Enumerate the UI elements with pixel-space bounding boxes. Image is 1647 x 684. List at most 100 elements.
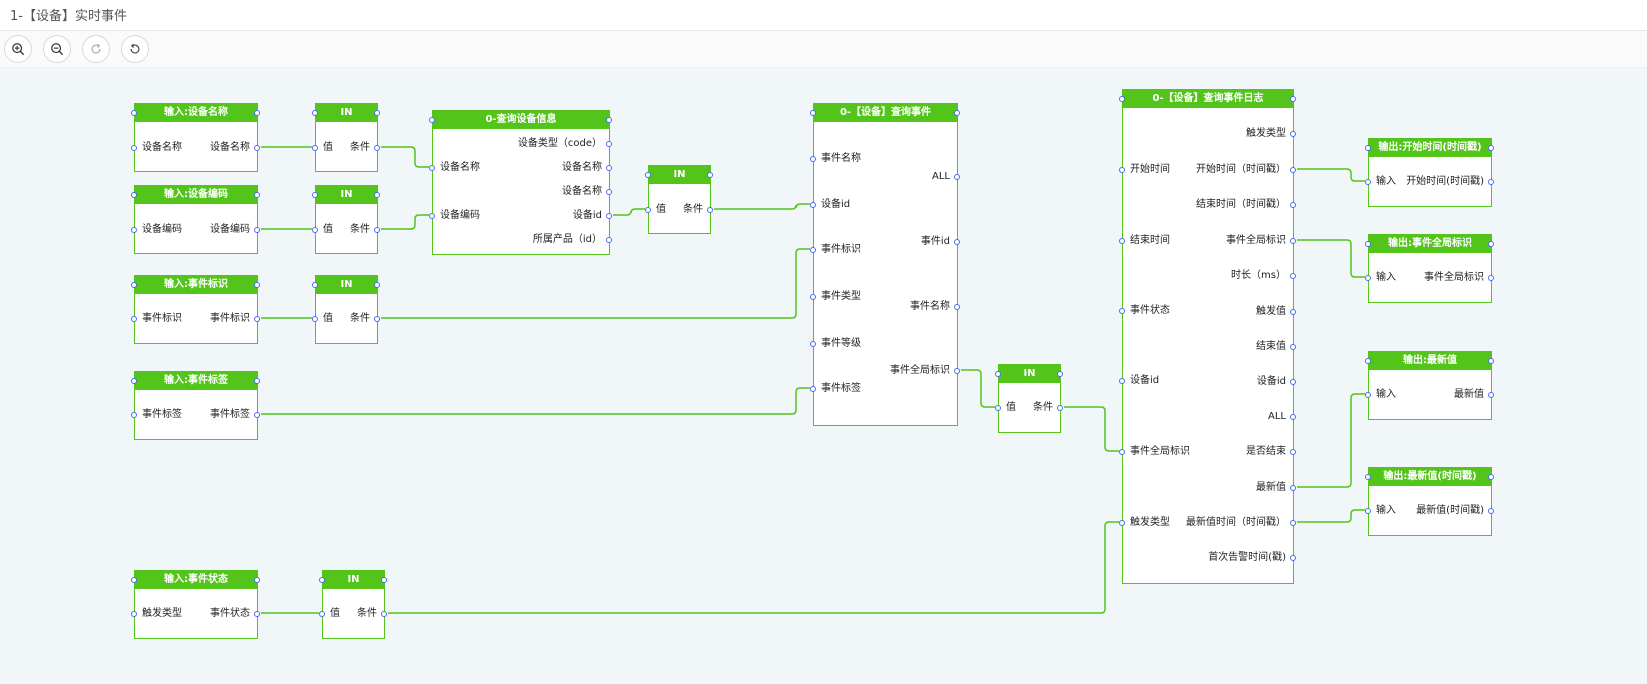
input-port[interactable]	[131, 145, 137, 151]
output-port[interactable]	[1290, 485, 1296, 491]
output-port[interactable]	[254, 316, 260, 322]
output-port[interactable]	[1488, 392, 1494, 398]
edge-query-dev-to-in3[interactable]	[613, 208, 645, 216]
output-port[interactable]	[1290, 379, 1296, 385]
header-left-port[interactable]	[319, 577, 325, 583]
output-port[interactable]	[1290, 273, 1296, 279]
header-left-port[interactable]	[810, 110, 816, 116]
output-port[interactable]	[606, 165, 612, 171]
output-port[interactable]	[1290, 520, 1296, 526]
header-left-port[interactable]	[131, 110, 137, 116]
edge-in3-to-query-evt[interactable]	[714, 203, 810, 210]
input-port[interactable]	[1119, 378, 1125, 384]
node-in-dev-code[interactable]: 输入:设备编码设备编码设备编码	[131, 185, 260, 254]
header-left-port[interactable]	[429, 117, 435, 123]
output-port[interactable]	[1290, 555, 1296, 561]
output-port[interactable]	[1057, 405, 1063, 411]
output-port[interactable]	[1290, 344, 1296, 350]
node-title[interactable]: 输入:设备编码	[135, 186, 257, 204]
output-port[interactable]	[954, 239, 960, 245]
output-port[interactable]	[954, 368, 960, 374]
node-in-evt-tag[interactable]: 输入:事件标签事件标签事件标签	[131, 371, 260, 440]
header-right-port[interactable]	[254, 110, 260, 116]
header-left-port[interactable]	[131, 378, 137, 384]
input-port[interactable]	[312, 316, 318, 322]
header-right-port[interactable]	[1057, 371, 1063, 377]
redo-button[interactable]	[82, 35, 110, 63]
node-title[interactable]: 0-查询设备信息	[433, 111, 609, 129]
input-port[interactable]	[131, 227, 137, 233]
output-port[interactable]	[254, 611, 260, 617]
output-port[interactable]	[1290, 167, 1296, 173]
output-port[interactable]	[1488, 275, 1494, 281]
edge-in4-to-query-evt[interactable]	[381, 248, 810, 319]
output-port[interactable]	[254, 227, 260, 233]
node-title[interactable]: 输出:最新值	[1369, 352, 1491, 370]
node-out-latest-ts[interactable]: 输出:最新值(时间戳)输入最新值(时间戳)	[1365, 467, 1494, 536]
header-left-port[interactable]	[1119, 96, 1125, 102]
input-port[interactable]	[810, 156, 816, 162]
node-title[interactable]: 输入:事件状态	[135, 571, 257, 589]
node-out-gid[interactable]: 输出:事件全局标识输入事件全局标识	[1365, 234, 1494, 303]
header-right-port[interactable]	[374, 110, 380, 116]
input-port[interactable]	[1119, 449, 1125, 455]
header-right-port[interactable]	[606, 117, 612, 123]
input-port[interactable]	[429, 165, 435, 171]
header-left-port[interactable]	[312, 192, 318, 198]
node-title[interactable]: IN	[649, 166, 710, 184]
header-left-port[interactable]	[312, 110, 318, 116]
output-port[interactable]	[1290, 238, 1296, 244]
input-port[interactable]	[131, 611, 137, 617]
output-port[interactable]	[606, 213, 612, 219]
input-port[interactable]	[1119, 238, 1125, 244]
output-port[interactable]	[254, 145, 260, 151]
input-port[interactable]	[312, 227, 318, 233]
input-port[interactable]	[1365, 508, 1371, 514]
header-right-port[interactable]	[254, 192, 260, 198]
output-port[interactable]	[606, 237, 612, 243]
input-port[interactable]	[1365, 275, 1371, 281]
header-right-port[interactable]	[1488, 358, 1494, 364]
node-title[interactable]: 输入:设备名称	[135, 104, 257, 122]
header-right-port[interactable]	[254, 282, 260, 288]
input-port[interactable]	[312, 145, 318, 151]
header-right-port[interactable]	[1290, 96, 1296, 102]
header-right-port[interactable]	[1488, 145, 1494, 151]
zoom-out-button[interactable]	[43, 35, 71, 63]
header-left-port[interactable]	[312, 282, 318, 288]
output-port[interactable]	[374, 145, 380, 151]
header-right-port[interactable]	[1488, 474, 1494, 480]
header-left-port[interactable]	[645, 172, 651, 178]
output-port[interactable]	[1290, 202, 1296, 208]
edge-in6-to-query-log[interactable]	[388, 521, 1119, 614]
node-title[interactable]: 输出:最新值(时间戳)	[1369, 468, 1491, 486]
output-port[interactable]	[1290, 449, 1296, 455]
header-right-port[interactable]	[954, 110, 960, 116]
output-port[interactable]	[954, 174, 960, 180]
node-title[interactable]: 输入:事件标签	[135, 372, 257, 390]
node-title[interactable]: IN	[316, 276, 377, 294]
node-title[interactable]: IN	[316, 186, 377, 204]
input-port[interactable]	[810, 202, 816, 208]
output-port[interactable]	[1290, 131, 1296, 137]
input-port[interactable]	[1119, 308, 1125, 314]
header-right-port[interactable]	[381, 577, 387, 583]
output-port[interactable]	[254, 412, 260, 418]
input-port[interactable]	[319, 611, 325, 617]
input-port[interactable]	[810, 386, 816, 392]
header-left-port[interactable]	[1365, 358, 1371, 364]
edge-in2-to-query-dev[interactable]	[381, 214, 429, 230]
node-title[interactable]: 输出:事件全局标识	[1369, 235, 1491, 253]
input-port[interactable]	[645, 207, 651, 213]
node-title[interactable]: 0-【设备】查询事件日志	[1123, 90, 1293, 108]
edge-in5-to-query-log[interactable]	[1064, 406, 1119, 452]
header-left-port[interactable]	[131, 577, 137, 583]
